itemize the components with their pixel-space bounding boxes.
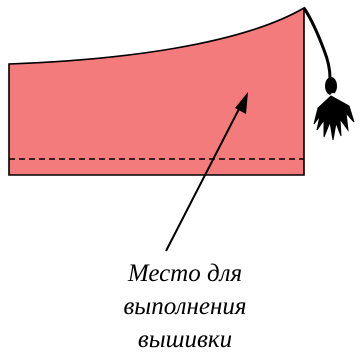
fabric-panel xyxy=(8,6,305,176)
caption-line-1: Место для xyxy=(127,260,243,287)
tassel-icon xyxy=(302,7,355,141)
caption-line-3: вышивки xyxy=(137,326,233,353)
pointer-arrow xyxy=(165,92,248,252)
caption-line-2: выполнения xyxy=(123,293,247,320)
